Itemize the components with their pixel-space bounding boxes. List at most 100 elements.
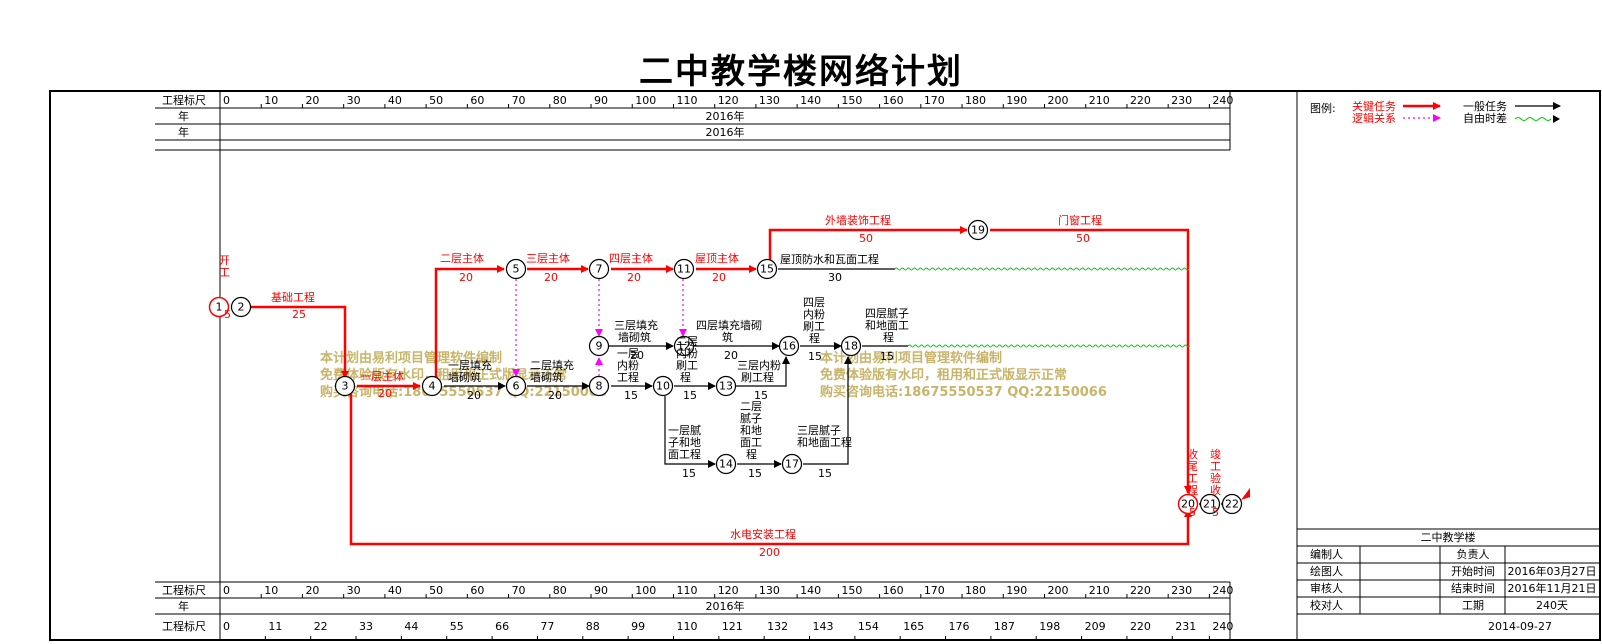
node-12-label: 12 [677,340,691,353]
tick-label: 190 [1006,94,1027,107]
tick-label: 154 [858,620,879,633]
watermark-left-line3: 购买咨询电话:18675550537 QQ:22150066 [320,384,607,400]
tick-label: 90 [594,584,608,597]
task-start-name: 开工 [219,254,230,279]
tick-label: 210 [1089,584,1110,597]
node-1-circle [208,296,230,318]
tick-label: 0 [223,94,230,107]
tick-label: 121 [722,620,743,633]
info-val2: 2016年11月21日 [1508,581,1597,595]
task-roof-dur: 20 [712,271,726,284]
task-floorf4-dur: 15 [880,350,894,363]
tick-label: 40 [388,94,402,107]
node-22-circle [1221,493,1243,515]
task-facade-name: 外墙装饰工程 [825,213,891,227]
info-val2: 2016年03月27日 [1508,564,1597,578]
tick-label: 60 [470,584,484,597]
tick-label: 110 [676,94,697,107]
task-plaster3-dur: 15 [754,389,768,402]
legend-float-text: 自由时差 [1463,111,1507,125]
task-plaster4-dur: 15 [808,350,822,363]
task-floorf1-dur: 15 [682,467,696,480]
tick-label: 99 [631,620,645,633]
tick-label: 150 [841,584,862,597]
float-floorf4 [907,344,1191,348]
tick-label: 132 [767,620,788,633]
task-floor3-name: 三层主体 [526,251,570,265]
scale-label-bottom1: 工程标尺 [162,583,206,597]
task-floor1-name: 一层主体 [360,369,404,383]
tick-label: 77 [540,620,554,633]
info-key1: 编制人 [1310,547,1343,561]
node-17-circle [781,453,803,475]
task-plaster2-name: 二层内粉刷工程 [676,335,698,384]
task-floorf3-name: 三层腻子和地面工程 [797,424,852,449]
node-17-label: 17 [785,458,799,471]
year-label-3: 年 [178,599,189,613]
task-floor2-name: 二层主体 [440,251,484,265]
task-start-dur: 5 [224,308,231,321]
tick-label: 66 [495,620,509,633]
tick-label: 70 [512,94,526,107]
tick-label: 90 [594,94,608,107]
task-closing-dur: 5 [1189,506,1196,519]
node-21-label: 21 [1203,498,1217,511]
node-14-label: 14 [719,458,733,471]
task-plaster4-name: 四层内粉刷工程 [803,296,825,345]
tick-label: 231 [1175,620,1196,633]
node-13-circle [715,375,737,397]
tick-label: 80 [553,584,567,597]
task-infill2-name: 二层填充墙砌筑 [530,358,574,384]
info-key1: 审核人 [1310,581,1343,595]
tick-label: 160 [883,584,904,597]
node-20-circle [1177,493,1199,515]
task-floor4-name: 四层主体 [609,251,653,265]
tick-label: 130 [759,94,780,107]
task-floor2-arrow [434,265,505,386]
tick-label: 11 [268,620,282,633]
tick-label: 220 [1130,94,1151,107]
task-floor1-dur: 20 [378,387,392,400]
tick-label: 200 [1047,94,1068,107]
watermark-left-line1: 本计划由易利项目管理软件编制 [320,350,502,366]
tick-label: 22 [314,620,328,633]
tick-label: 170 [924,94,945,107]
free-float-lines [894,267,1191,348]
tick-label: 240 [1212,94,1233,107]
task-floorf1-name: 一层腻子和地面工程 [668,424,701,461]
task-plaster1-name: 一层内粉工程 [617,347,639,384]
task-roofwp-name: 屋顶防水和瓦面工程 [780,252,879,266]
watermark-right-line2: 免费体验版有水印，租用和正式版显示正常 [820,367,1067,383]
tick-label: 0 [223,584,230,597]
watermark-left-line2: 免费体验版有水印，租用和正式版显示正常 [320,367,567,383]
node-15-circle [756,258,778,280]
tick-label: 110 [676,584,697,597]
node-4-label: 4 [429,380,436,393]
task-facade-dur: 50 [859,232,873,245]
task-foundation-name: 基础工程 [271,291,315,304]
task-floorf3-dur: 15 [818,467,832,480]
tick-label: 180 [965,94,986,107]
task-floor3-dur: 20 [544,271,558,284]
task-floor2-dur: 20 [459,271,473,284]
node-9-label: 9 [596,340,603,353]
legend-normal-text: 一般任务 [1463,100,1507,113]
node-3-circle [334,375,356,397]
info-val2: 240天 [1536,599,1568,612]
node-2-circle [230,296,252,318]
tick-label: 20 [305,584,319,597]
task-infill4-dur: 20 [724,349,738,362]
tick-label: 170 [924,584,945,597]
watermark-right: 本计划由易利项目管理软件编制 免费体验版有水印，租用和正式版显示正常 购买咨询电… [820,350,1107,400]
node-9-circle [588,335,610,357]
task-infill1-name: 一层填充墙砌筑 [448,358,492,384]
tick-label: 20 [305,94,319,107]
task-mep-arrow [349,394,1192,546]
task-plaster3-arrow [736,356,790,387]
